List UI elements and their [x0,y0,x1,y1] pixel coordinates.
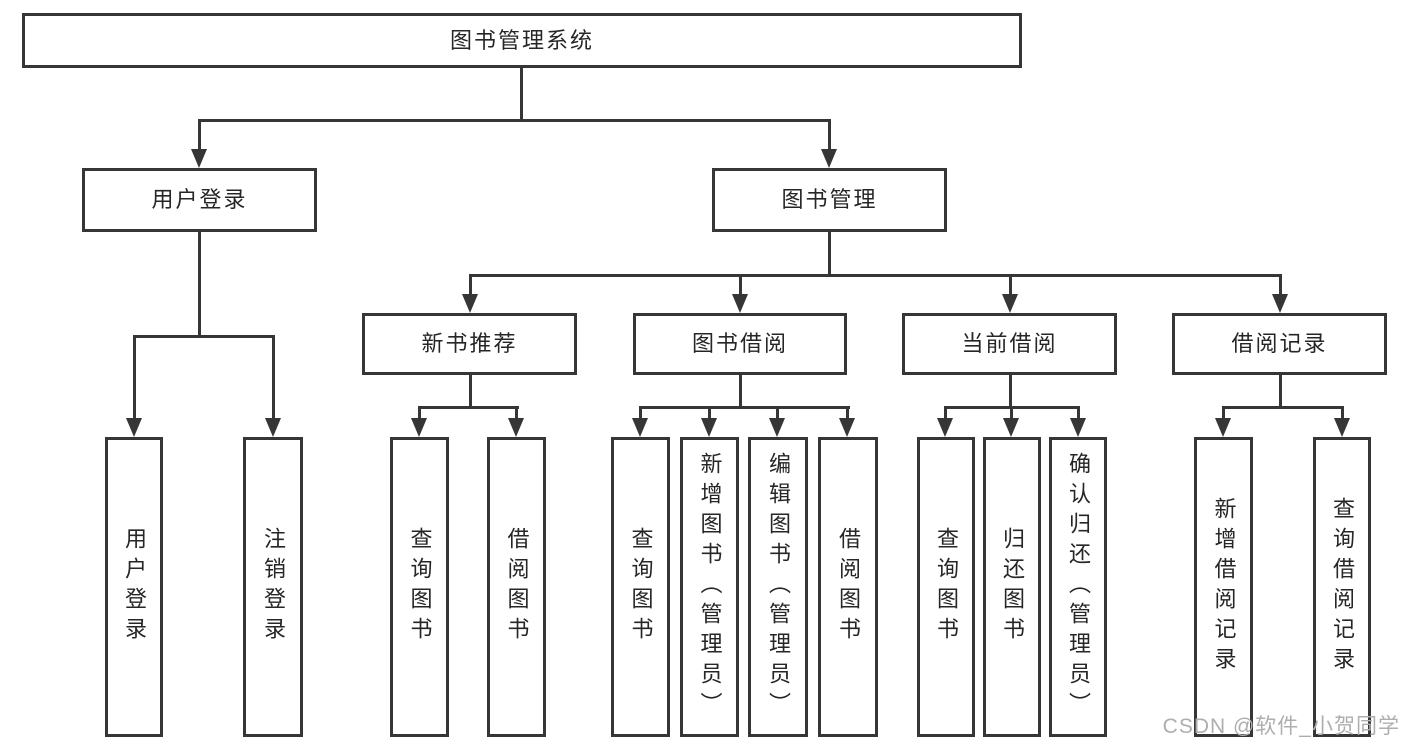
leaf-current-return-book: 归还图书 [983,437,1041,737]
arrow-down-icon [769,418,785,437]
arrow-down-icon [1003,418,1019,437]
node-current-borrow-label: 当前借阅 [961,331,1058,356]
leaf-current-confirm-return-admin: 确认归还（管理员） [1049,437,1107,737]
node-new-book-recommend: 新书推荐 [362,313,577,375]
arrow-down-icon [265,418,281,437]
connector-borrow-record-stem [1279,375,1282,409]
arrow-down-icon [732,294,748,313]
arrow-down-icon [1215,418,1231,437]
leaf-borrow-add-book-admin-label: 新增图书（管理员） [697,452,723,722]
leaf-current-return-book-label: 归还图书 [1000,527,1025,647]
leaf-recommend-borrow-book: 借阅图书 [487,437,546,737]
connector-drop-book-management [828,119,831,152]
connector-borrow-record-rail [1222,406,1344,409]
arrow-down-icon [508,418,524,437]
connector-drop [776,406,779,421]
leaf-record-add-record: 新增借阅记录 [1194,437,1253,737]
connector-drop-borrow-record [1279,274,1282,297]
arrow-down-icon [1272,294,1288,313]
node-user-login: 用户登录 [82,168,317,232]
connector-user-login-stem [198,232,201,335]
arrow-down-icon [701,418,717,437]
connector-drop [944,406,947,421]
leaf-record-add-record-label: 新增借阅记录 [1211,497,1237,677]
connector-drop [1222,406,1225,421]
leaf-recommend-borrow-book-label: 借阅图书 [504,527,530,647]
connector-drop [1077,406,1080,421]
leaf-borrow-query-book: 查询图书 [611,437,670,737]
node-book-management-label: 图书管理 [781,187,878,212]
connector-drop-book-borrow [739,274,742,297]
leaf-record-query-record: 查询借阅记录 [1313,437,1371,737]
leaf-user-login-label: 用户登录 [122,527,147,647]
connector-drop [515,406,518,421]
connector-drop [846,406,849,421]
node-root: 图书管理系统 [22,13,1022,68]
leaf-current-confirm-return-admin-label: 确认归还（管理员） [1066,452,1091,722]
connector-current-borrow-stem [1009,375,1012,409]
node-borrow-record-label: 借阅记录 [1231,331,1328,356]
node-borrow-record: 借阅记录 [1172,313,1387,375]
connector-book-management-stem [828,232,831,277]
arrow-down-icon [821,149,837,168]
connector-drop [708,406,711,421]
connector-drop [639,406,642,421]
connector-drop-current-borrow [1009,274,1012,297]
connector-recommend-stem [469,375,472,409]
node-book-borrow: 图书借阅 [633,313,847,375]
connector-book-borrow-rail [639,406,850,409]
leaf-borrow-edit-book-admin: 编辑图书（管理员） [748,437,808,737]
leaf-borrow-borrow-book-label: 借阅图书 [836,527,861,647]
arrow-down-icon [191,149,207,168]
leaf-logout: 注销登录 [243,437,303,737]
leaf-record-query-record-label: 查询借阅记录 [1330,497,1355,677]
connector-drop-user-login [198,119,201,152]
leaf-recommend-query-book: 查询图书 [390,437,449,737]
connector-user-login-rail [133,335,275,338]
arrow-down-icon [1334,418,1350,437]
connector-root-stem [520,68,523,122]
node-book-management: 图书管理 [712,168,947,232]
connector-drop-leaf-logout [272,335,275,420]
connector-drop [1341,406,1344,421]
arrow-down-icon [1002,294,1018,313]
connector-drop-new-book-recommend [469,274,472,297]
connector-level2-rail [469,274,1282,277]
connector-recommend-rail [418,406,519,409]
leaf-borrow-add-book-admin: 新增图书（管理员） [680,437,739,737]
leaf-borrow-edit-book-admin-label: 编辑图书（管理员） [766,452,791,722]
node-user-login-label: 用户登录 [151,187,248,212]
node-new-book-recommend-label: 新书推荐 [421,331,518,356]
leaf-logout-label: 注销登录 [261,527,286,647]
arrow-down-icon [839,418,855,437]
leaf-current-query-book: 查询图书 [917,437,975,737]
arrow-down-icon [126,418,142,437]
arrow-down-icon [632,418,648,437]
connector-drop [418,406,421,421]
arrow-down-icon [937,418,953,437]
arrow-down-icon [1070,418,1086,437]
node-root-label: 图书管理系统 [449,27,594,53]
connector-level1-rail [198,119,831,122]
leaf-borrow-query-book-label: 查询图书 [628,527,654,647]
arrow-down-icon [411,418,427,437]
leaf-current-query-book-label: 查询图书 [934,527,959,647]
leaf-borrow-borrow-book: 借阅图书 [818,437,878,737]
node-current-borrow: 当前借阅 [902,313,1117,375]
arrow-down-icon [462,294,478,313]
connector-book-borrow-stem [739,375,742,409]
connector-drop [1010,406,1013,421]
leaf-user-login: 用户登录 [105,437,163,737]
node-book-borrow-label: 图书借阅 [691,331,788,356]
connector-drop-leaf-user-login [133,335,136,420]
watermark: CSDN @软件_小贺同学 [1162,715,1400,738]
leaf-recommend-query-book-label: 查询图书 [407,527,433,647]
